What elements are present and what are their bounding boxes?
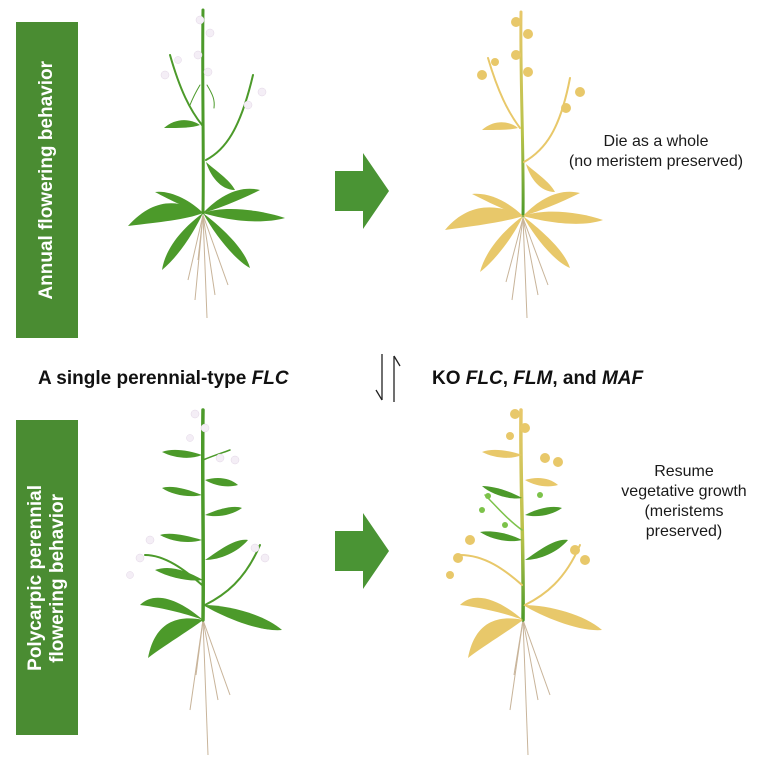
right-arrow-icon (335, 513, 389, 589)
reversible-arrows-icon (375, 354, 401, 402)
annual-label-box: Annual flowering behavior (16, 22, 78, 338)
annual-label: Annual flowering behavior (36, 60, 57, 300)
annual-flowering-plant (128, 8, 285, 319)
perennial-regrowth-plant (446, 408, 602, 756)
annual-outcome-caption: Die as a whole (no meristem preserved) (568, 133, 744, 170)
perennial-outcome-caption: Resume vegetative growth (meristems pres… (621, 463, 747, 540)
knockout-genes-label: KO FLC, FLM, and MAF (432, 368, 644, 389)
perennial-flowering-plant (126, 408, 282, 756)
annual-senesced-plant (445, 10, 603, 319)
right-arrow-icon (335, 153, 389, 229)
perennial-type-flc-label: A single perennial-type FLC (38, 368, 289, 389)
